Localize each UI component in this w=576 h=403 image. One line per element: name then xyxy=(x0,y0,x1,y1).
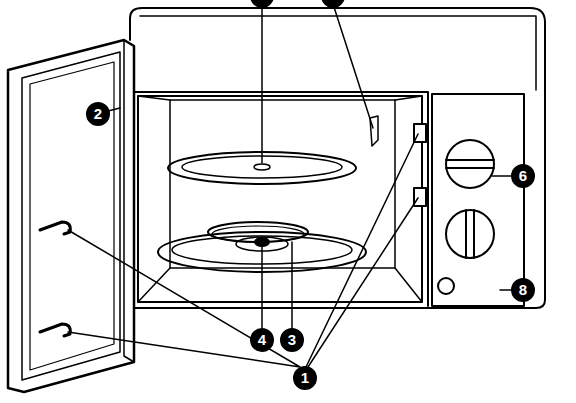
callout-number: 3 xyxy=(281,329,303,351)
callout-number: 8 xyxy=(512,279,534,301)
callout-number: 1 xyxy=(294,367,316,389)
callout-number: 2 xyxy=(87,103,109,125)
callout-number: 6 xyxy=(512,165,534,187)
callout-number: 4 xyxy=(251,329,273,351)
